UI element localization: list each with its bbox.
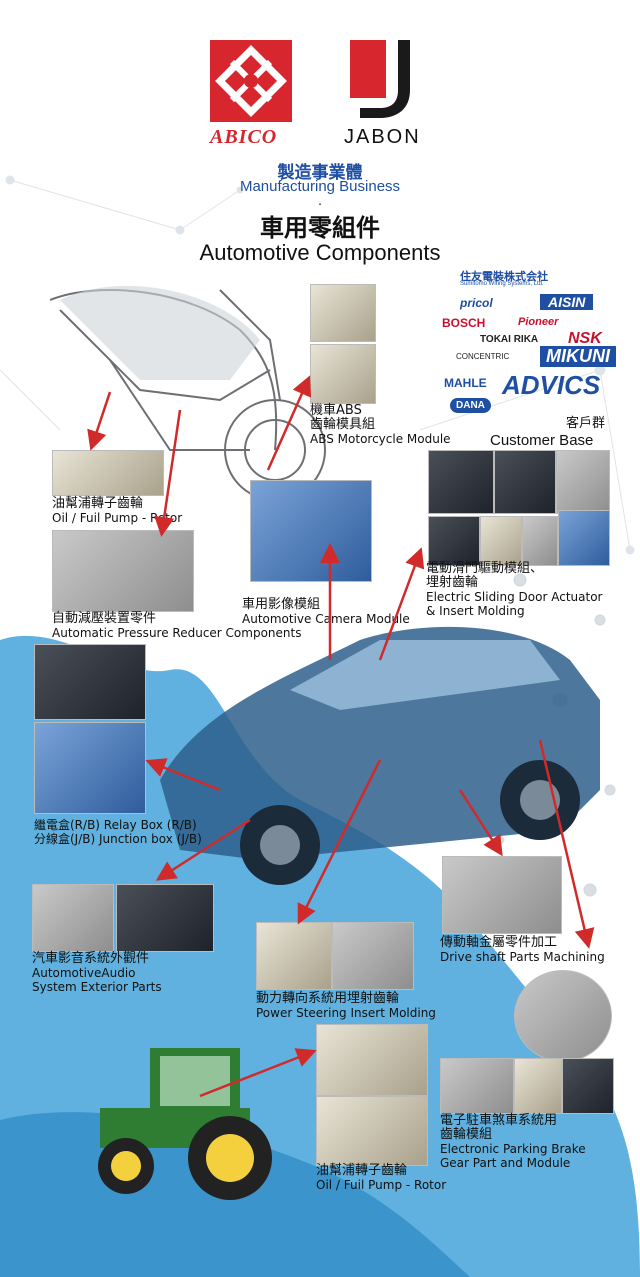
page-title-zh: 車用零組件: [260, 214, 380, 242]
audio-parts-label: 汽車影音系統外觀件 AutomotiveAudio System Exterio…: [32, 951, 162, 995]
engine-photo: [34, 644, 146, 720]
sliding-door-photo-1: [428, 450, 494, 514]
sumitomo-logo: 住友電裝株式会社: [460, 271, 548, 283]
audio-panel-photo-2: [116, 884, 214, 952]
oil-pump-bottom-photo-1: [316, 1024, 428, 1096]
sumitomo-sub-logo: Sumitomo Wiring Systems, Ltd.: [460, 281, 544, 287]
sliding-door-photo-6: [522, 516, 558, 566]
customer-label-en: Customer Base: [490, 432, 594, 449]
pressure-reducer-label: 自動減壓裝置零件 Automatic Pressure Reducer Comp…: [52, 611, 302, 641]
abs-gear-photo-2: [310, 344, 376, 404]
sliding-door-photo-4: [428, 516, 480, 566]
relay-box-label: 繼電盒(R/B) Relay Box (R/B) 分線盒(J/B) Juncti…: [34, 818, 202, 846]
oil-pump-bottom-photo-2: [316, 1096, 428, 1166]
jabon-logo: JABON: [340, 40, 440, 152]
parking-brake-photo-3: [562, 1058, 614, 1114]
pioneer-logo: Pioneer: [518, 316, 559, 328]
sliding-door-photo-5: [480, 516, 522, 566]
sliding-door-label: 電動滑門驅動模組、 埋射齒輪 Electric Sliding Door Act…: [426, 561, 603, 619]
oil-pump-bottom-label: 油幫浦轉子齒輪 Oil / Fuil Pump - Rotor: [316, 1163, 447, 1193]
audio-panel-photo-1: [32, 884, 114, 952]
customer-label-zh: 客戶群: [566, 416, 606, 431]
customer-logos: 住友電裝株式会社 Sumitomo Wiring Systems, Ltd. p…: [430, 266, 630, 426]
sliding-door-photo-2: [494, 450, 556, 514]
steering-column-photo: [332, 922, 414, 990]
brake-disc-photo: [514, 970, 612, 1062]
abs-module-label: 機車ABS 齒輪模具組 ABS Motorcycle Module: [310, 403, 451, 447]
pricol-logo: pricol: [460, 296, 493, 310]
jabon-wordmark: JABON: [344, 126, 421, 148]
abico-wordmark: ABICO: [210, 126, 278, 148]
drive-shaft-photo: [442, 856, 562, 934]
parking-brake-photo-1: [440, 1058, 514, 1114]
abs-gear-photo-1: [310, 284, 376, 342]
advics-logo: ADVICS: [502, 370, 601, 400]
tractor-image: [98, 1048, 272, 1200]
drive-shaft-label: 傳動軸金屬零件加工 Drive shaft Parts Machining: [440, 935, 605, 965]
parking-brake-label: 電子駐車煞車系統用 齒輪模組 Electronic Parking Brake …: [440, 1113, 586, 1171]
page-title-en: Automotive Components: [199, 240, 441, 265]
mikuni-logo: MIKUNI: [540, 346, 616, 367]
sliding-door-photo-7: [558, 510, 610, 566]
bosch-logo: BOSCH: [442, 316, 486, 330]
camera-module-label: 車用影像模組 Automotive Camera Module: [242, 597, 410, 627]
motorcycle-image: [49, 285, 326, 501]
nsk-logo: NSK: [568, 330, 602, 347]
steering-label: 動力轉向系統用埋射齒輪 Power Steering Insert Moldin…: [256, 991, 436, 1021]
abico-logo: ABICO: [210, 40, 296, 152]
pressure-reducer-photo: [52, 530, 194, 612]
network-lines: [0, 175, 635, 555]
oil-pump-rotor-label: 油幫浦轉子齒輪 Oil / Fuil Pump - Rotor: [52, 496, 183, 526]
dana-logo: DANA: [450, 398, 491, 413]
mahle-logo: MAHLE: [444, 376, 487, 390]
division-title-zh: 製造事業體: [277, 163, 363, 183]
suv-image: [160, 626, 600, 885]
division-title-en: Manufacturing Business: [239, 178, 401, 195]
separator-dot: .: [318, 194, 322, 208]
tokai-rika-logo: TOKAI RIKA: [480, 334, 539, 345]
oil-pump-rotor-photo: [52, 450, 164, 496]
steering-gear-photo: [256, 922, 332, 990]
camera-module-photo: [250, 480, 372, 582]
concentric-logo: CONCENTRIC: [456, 352, 510, 361]
parking-brake-photo-2: [514, 1058, 562, 1114]
aisin-logo: AISIN: [540, 294, 594, 310]
